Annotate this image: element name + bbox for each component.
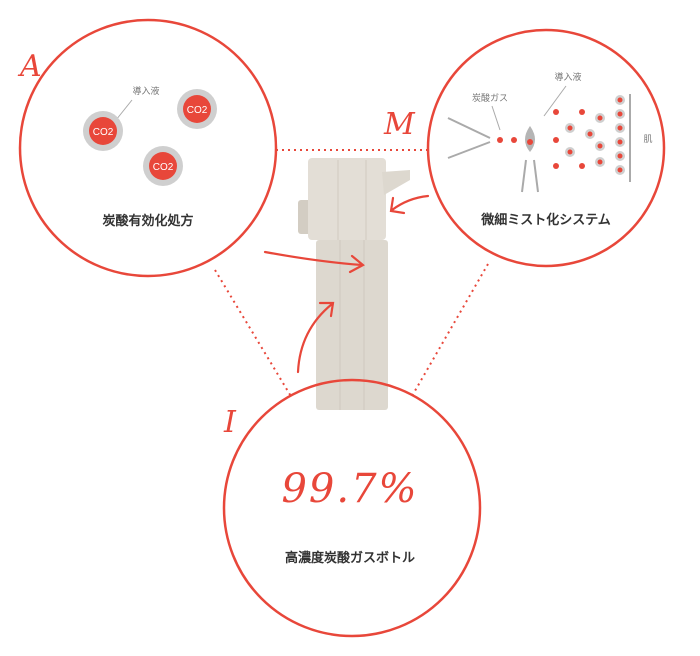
feature-m-panel: M 炭酸ガス 導入液 xyxy=(383,28,666,268)
skin-core xyxy=(617,139,623,145)
mist-dot xyxy=(579,163,585,169)
co2-badge-2: CO2 xyxy=(187,105,208,116)
feature-a-panel: A 導入液 CO2 CO2 CO2 炭酸有効化処方 xyxy=(17,18,278,278)
co2-molecule xyxy=(183,95,211,123)
feature-a-label: 炭酸有効化処方 xyxy=(102,213,193,229)
feature-a-circle xyxy=(18,18,278,278)
mist-core xyxy=(597,115,603,121)
spray-nozzle-icon xyxy=(382,170,410,195)
skin-core xyxy=(617,153,623,159)
device-body xyxy=(316,240,388,410)
feature-i-letter: I xyxy=(223,405,237,440)
mist-dot xyxy=(553,109,559,115)
feature-m-skin-label: 肌 xyxy=(643,134,652,145)
mist-dot xyxy=(497,137,503,143)
feature-a-liquid-label: 導入液 xyxy=(132,85,159,97)
liquid-pointer xyxy=(543,85,567,117)
co2-molecule xyxy=(89,117,117,145)
liquid-tube-icon xyxy=(521,159,539,193)
mist-particles-large xyxy=(565,113,605,167)
device-cap xyxy=(308,158,386,240)
co2-molecule xyxy=(149,152,177,180)
feature-i-panel: I 99.7% 高濃度炭酸ガスボトル xyxy=(222,378,482,638)
feature-m-gas-label: 炭酸ガス xyxy=(472,93,508,104)
co2-badge-3: CO2 xyxy=(153,162,174,173)
feature-m-letter: M xyxy=(383,107,416,142)
gas-pointer xyxy=(491,105,501,131)
mist-dot xyxy=(553,137,559,143)
spray-device xyxy=(298,158,410,410)
arrow-from-m xyxy=(389,194,430,215)
feature-m-liquid-label: 導入液 xyxy=(554,71,581,83)
feature-m-label: 微細ミスト化システム xyxy=(480,212,611,228)
mist-core xyxy=(567,125,573,131)
feature-i-circle xyxy=(222,378,482,638)
mist-dot xyxy=(553,163,559,169)
skin-core xyxy=(617,111,623,117)
arrow-from-a xyxy=(263,250,365,274)
feature-m-circle xyxy=(426,28,666,268)
skin-core xyxy=(617,125,623,131)
mist-dot xyxy=(511,137,517,143)
skin-core xyxy=(617,97,623,103)
skin-core xyxy=(617,167,623,173)
mist-core xyxy=(597,143,603,149)
co2-badge-1: CO2 xyxy=(93,127,114,138)
connector-m-i xyxy=(411,263,489,397)
mist-core xyxy=(567,149,573,155)
nozzle-wall-icon xyxy=(447,117,491,159)
feature-a-letter: A xyxy=(17,49,42,84)
arrow-from-i xyxy=(296,301,335,374)
connector-a-i xyxy=(214,269,293,399)
mist-particles xyxy=(497,109,585,169)
connector-lines xyxy=(214,149,489,399)
liquid-pointer xyxy=(115,99,133,121)
feature-i-value: 99.7% xyxy=(281,466,418,512)
droplet-core xyxy=(527,139,533,145)
arrow-icon xyxy=(263,194,430,374)
feature-i-label: 高濃度炭酸ガスボトル xyxy=(285,550,415,566)
mist-dot xyxy=(579,109,585,115)
skin-surface-icon xyxy=(615,94,631,182)
mist-core xyxy=(587,131,593,137)
mist-core xyxy=(597,159,603,165)
